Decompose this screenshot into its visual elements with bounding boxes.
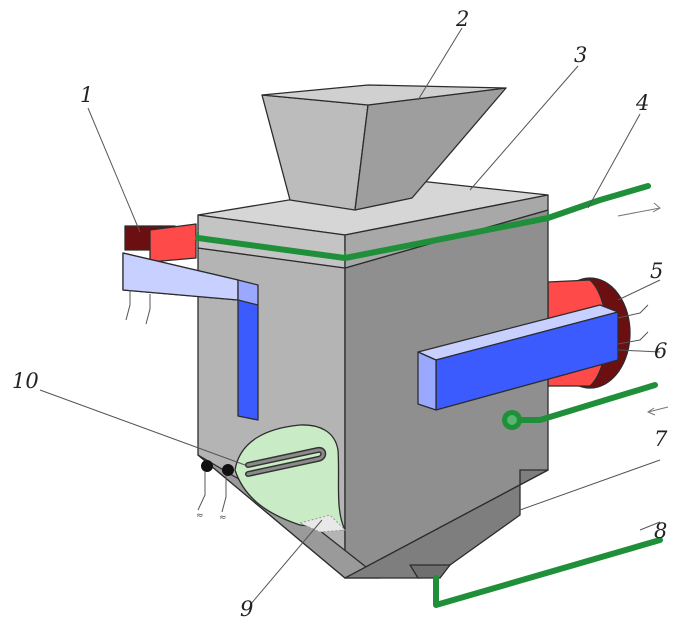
svg-text:≈: ≈: [219, 513, 227, 523]
label-3: 3: [574, 43, 587, 67]
label-4: 4: [635, 91, 649, 115]
left-inlet-duct: [124, 223, 197, 263]
right-heater: [417, 304, 649, 411]
steam-pipe-side: [502, 382, 658, 430]
electrical-terminals: ≈ ≈: [196, 460, 234, 523]
cutaway-window: [234, 424, 347, 533]
label-9: 9: [240, 597, 253, 621]
heating-coil: [245, 446, 327, 477]
steam-pipe-top: [195, 183, 651, 261]
label-10: 10: [12, 369, 39, 393]
loading-hopper: [261, 84, 507, 211]
callout-labels: 1 2 3 4 5 6 7 8 9 10: [12, 7, 668, 621]
leader-lines: [39, 27, 661, 606]
left-heater: [122, 252, 259, 421]
label-5: 5: [650, 259, 663, 283]
label-8: 8: [654, 519, 667, 543]
label-7: 7: [654, 427, 668, 451]
drain-pipe: [433, 537, 663, 608]
label-6: 6: [654, 339, 667, 363]
flow-arrows: [617, 202, 669, 416]
label-2: 2: [455, 7, 469, 31]
label-1: 1: [80, 83, 93, 107]
svg-text:≈: ≈: [196, 511, 204, 521]
